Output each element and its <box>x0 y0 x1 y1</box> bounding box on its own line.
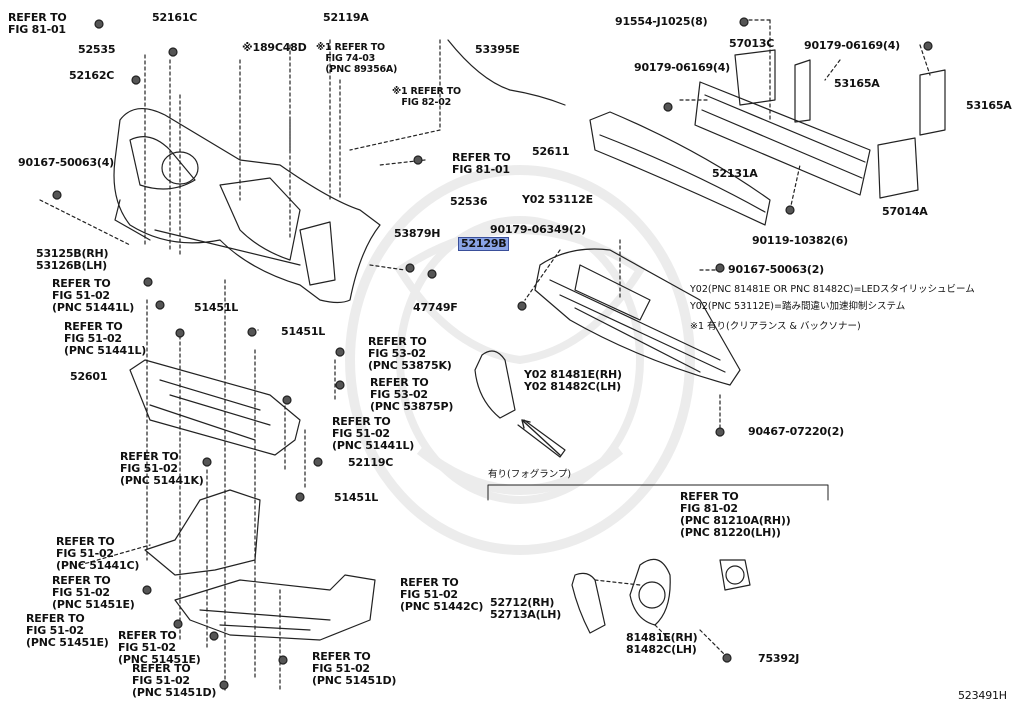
undercover-52601 <box>129 359 301 456</box>
refer-fig-51-02-c: REFER TO FIG 51-02 (PNC 51441L) <box>332 415 415 452</box>
part-53165a-b: 53165A <box>966 99 1012 112</box>
lower-covers <box>144 489 376 641</box>
fasteners <box>52 17 933 690</box>
part-90167-50063-b: 90167-50063(2) <box>728 263 825 276</box>
part-53395e: 53395E <box>475 43 520 56</box>
absorber-52611 <box>589 111 771 226</box>
part-52162c: 52162C <box>69 69 115 82</box>
fog-lamp-group-label: 有り(フォグランプ) <box>488 469 572 480</box>
part-52161c: 52161C <box>152 11 198 24</box>
part-52611: 52611 <box>532 145 570 158</box>
part-52535: 52535 <box>78 43 116 56</box>
front-bumper-cover <box>113 108 381 304</box>
cable-53395e <box>447 39 566 106</box>
refer-fig-51-02-b: REFER TO FIG 51-02 (PNC 51441L) <box>64 320 147 357</box>
part-90179-06169-b: 90179-06169(4) <box>634 61 731 74</box>
refer-fig-81-02: REFER TO FIG 81-02 (PNC 81210A(RH)) (PNC… <box>680 490 791 539</box>
brackets <box>734 49 946 199</box>
part-52712-52713a: 52712(RH) 52713A(LH) <box>490 596 562 621</box>
part-90179-06169-a: 90179-06169(4) <box>804 39 901 52</box>
part-90467-07220: 90467-07220(2) <box>748 425 845 438</box>
refer-fig-51-02-a: REFER TO FIG 51-02 (PNC 51441L) <box>52 277 135 314</box>
watermark-logo-icon <box>345 165 695 555</box>
refer-fig-51-02-j: REFER TO FIG 51-02 (PNC 51451D) <box>312 650 397 687</box>
part-52119c: 52119C <box>348 456 394 469</box>
part-75392j: 75392J <box>758 652 800 665</box>
refer-fig-74-03: ※1 REFER TO FIG 74-03 (PNC 89356A) <box>316 42 398 75</box>
refer-fig-51-02-d: REFER TO FIG 51-02 (PNC 51441K) <box>120 450 204 487</box>
part-90179-06349: 90179-06349(2) <box>490 223 587 236</box>
refer-fig-51-02-g: REFER TO FIG 51-02 (PNC 51451E) <box>26 612 109 649</box>
part-51451l-c: 51451L <box>334 491 379 504</box>
drawing-number: 523491H <box>958 689 1007 702</box>
part-52536: 52536 <box>450 195 488 208</box>
part-53879h: 53879H <box>394 227 441 240</box>
reinforcement-52131a <box>694 81 871 196</box>
part-47749f: 47749F <box>413 301 458 314</box>
refer-fig-82-02: ※1 REFER TO FIG 82-02 <box>392 86 461 108</box>
note-pedal-system: Y02(PNC 53112E)=踏み間違い加速抑制システム <box>690 301 906 312</box>
part-y02-81481e: Y02 81481E(RH) Y02 81482C(LH) <box>524 368 622 393</box>
refer-fig-53-02-a: REFER TO FIG 53-02 (PNC 53875K) <box>368 335 452 372</box>
part-51451l-b: 51451L <box>281 325 326 338</box>
part-53125b-53126b: 53125B(RH) 53126B(LH) <box>36 247 109 272</box>
leader-lines-left <box>39 39 441 691</box>
part-52601: 52601 <box>70 370 108 383</box>
fog-lamp-parts <box>571 558 751 634</box>
part-y02-53112e: Y02 53112E <box>522 193 593 206</box>
refer-fig-81-01-b: REFER TO FIG 81-01 <box>452 151 511 176</box>
refer-fig-51-02-k: REFER TO FIG 51-02 (PNC 51451D) <box>132 662 217 699</box>
part-189c48d: ※189C48D <box>242 41 307 54</box>
fog-lamp-bracket-line <box>487 484 829 501</box>
part-51451l-a: 51451L <box>194 301 239 314</box>
refer-fig-81-01-a: REFER TO FIG 81-01 <box>8 11 67 36</box>
note-sonar: ※1 有り(クリアランス & バックソナー) <box>690 321 861 332</box>
part-81481e-81482c: 81481E(RH) 81482C(LH) <box>626 631 698 656</box>
part-57013c: 57013C <box>729 37 775 50</box>
refer-fig-51-02-f: REFER TO FIG 51-02 (PNC 51451E) <box>52 574 135 611</box>
callout-arrow-icon <box>517 419 566 458</box>
part-91554-j1025: 91554-J1025(8) <box>615 15 708 28</box>
part-57014a: 57014A <box>882 205 928 218</box>
refer-fig-53-02-b: REFER TO FIG 53-02 (PNC 53875P) <box>370 376 454 413</box>
part-52131a: 52131A <box>712 167 758 180</box>
grille-53112e <box>534 248 741 386</box>
refer-fig-51-02-h: REFER TO FIG 51-02 (PNC 51451E) <box>118 629 201 666</box>
refer-fig-51-02-e: REFER TO FIG 51-02 (PNC 51441C) <box>56 535 140 572</box>
bezel-81481e <box>474 350 516 419</box>
part-52129b-highlight[interactable]: 52129B <box>458 237 510 251</box>
part-90167-50063-a: 90167-50063(4) <box>18 156 115 169</box>
part-52119a: 52119A <box>323 11 369 24</box>
part-53165a-a: 53165A <box>834 77 880 90</box>
refer-fig-51-02-i: REFER TO FIG 51-02 (PNC 51442C) <box>400 576 484 613</box>
part-90119-10382: 90119-10382(6) <box>752 234 849 247</box>
note-led-beam: Y02(PNC 81481E OR PNC 81482C)=LEDスタイリッシュ… <box>690 284 975 295</box>
